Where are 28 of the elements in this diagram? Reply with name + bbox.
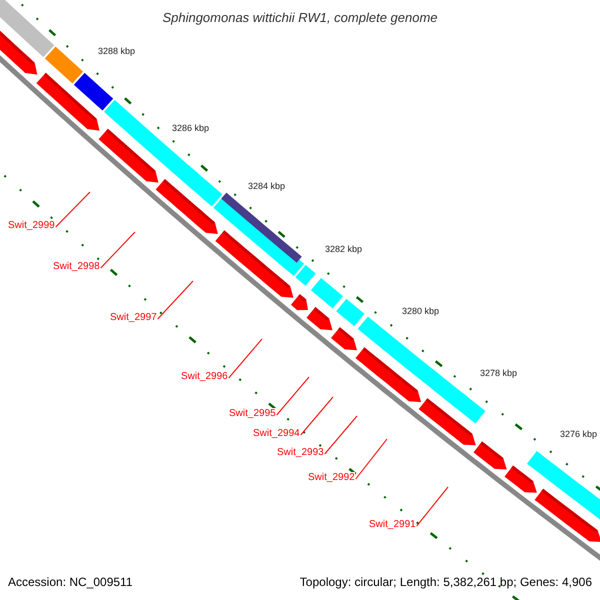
gene-label: Swit_2995 xyxy=(229,408,276,420)
scale-label: 3276 kbp xyxy=(560,429,598,440)
genome-stats-text: Topology: circular; Length: 5,382,261 bp; Genes: 4,906 xyxy=(300,575,592,589)
gene-label: Swit_2998 xyxy=(53,261,100,273)
scale-label: 3288 kbp xyxy=(98,46,136,57)
gene-label: Swit_2996 xyxy=(181,371,228,383)
leader-line xyxy=(324,416,358,454)
leader-line xyxy=(276,376,310,416)
scale-label: 3284 kbp xyxy=(248,181,286,192)
leader-line xyxy=(157,280,194,320)
leader-line xyxy=(55,192,90,228)
gene-label: Swit_2999 xyxy=(8,220,55,232)
leader-line xyxy=(416,486,448,526)
gene-label: Swit_2991 xyxy=(369,519,416,531)
title-text: Sphingomonas wittichii RW1, complete genome xyxy=(161,10,439,25)
gene-label: Swit_2994 xyxy=(253,428,300,440)
leader-line xyxy=(355,438,388,480)
scale-label: 3282 kbp xyxy=(325,244,362,255)
scale-label: 3286 kbp xyxy=(172,123,210,134)
leader-line xyxy=(100,232,136,268)
gene-label: Swit_2993 xyxy=(277,447,324,459)
leader-line xyxy=(300,396,334,436)
gene-label: Swit_2997 xyxy=(110,312,157,324)
scale-label: 3280 kbp xyxy=(402,306,440,317)
accession-text: Accession: NC_009511 xyxy=(8,575,133,589)
gene-label: Swit_2992 xyxy=(308,472,355,484)
leader-line xyxy=(228,338,262,378)
scale-label: 3278 kbp xyxy=(480,368,518,379)
